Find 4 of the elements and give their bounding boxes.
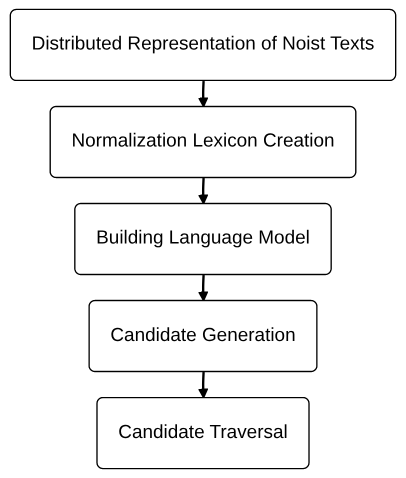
arrow — [198, 81, 208, 108]
arrow — [198, 275, 208, 302]
arrow — [198, 178, 208, 205]
arrow — [198, 372, 208, 399]
